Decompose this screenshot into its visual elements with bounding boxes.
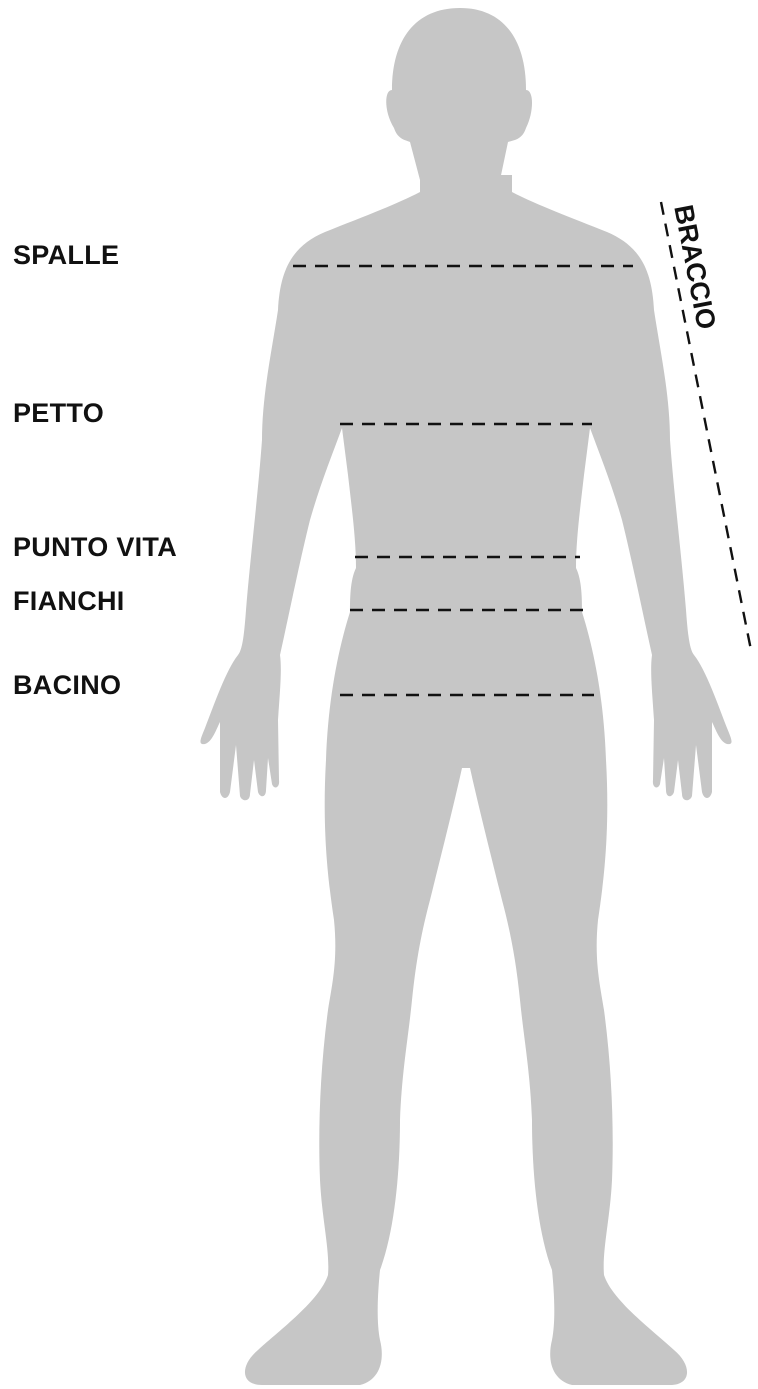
punto-vita-label: PUNTO VITA <box>13 532 177 562</box>
fianchi-label: FIANCHI <box>13 586 125 616</box>
human-silhouette <box>200 8 731 1385</box>
spalle-label: SPALLE <box>13 240 119 270</box>
torso-shape <box>200 175 731 1385</box>
bacino-label: BACINO <box>13 670 121 700</box>
head-shape <box>386 8 532 180</box>
petto-label: PETTO <box>13 398 104 428</box>
